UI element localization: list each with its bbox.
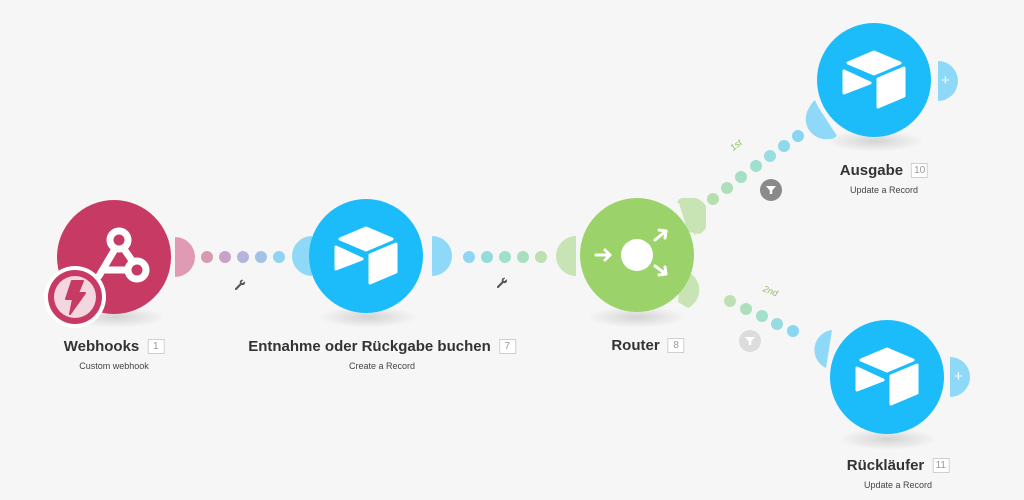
output-handle[interactable]	[172, 237, 196, 277]
link-dot[interactable]	[499, 251, 511, 263]
module-id-badge: 8	[667, 338, 685, 354]
router-icon	[594, 228, 668, 277]
module-ausgabe[interactable]	[817, 23, 931, 137]
input-handle[interactable]	[805, 100, 839, 140]
webhook-icon	[95, 227, 150, 283]
module-shadow	[838, 428, 938, 450]
module-subtitle: Create a Record	[348, 361, 416, 371]
route-dot[interactable]	[778, 140, 790, 152]
route-dot[interactable]	[707, 193, 719, 205]
link-dot[interactable]	[201, 251, 213, 263]
module-subtitle: Update a Record	[849, 185, 919, 195]
route-dot[interactable]	[740, 303, 752, 315]
module-label: Webhooks 1 Custom webhook	[64, 338, 165, 371]
route-dot[interactable]	[750, 160, 762, 172]
route-dot[interactable]	[756, 310, 768, 322]
module-title: Rückläufer	[846, 457, 925, 475]
module-shadow	[587, 306, 687, 328]
link-dot[interactable]	[219, 251, 231, 263]
link-dot[interactable]	[517, 251, 529, 263]
input-handle[interactable]	[290, 236, 314, 276]
route-label-1st: 1st	[728, 137, 744, 153]
filter-icon[interactable]	[739, 330, 761, 352]
module-airtable-create[interactable]	[309, 199, 423, 313]
module-title: Ausgabe	[839, 162, 904, 180]
airtable-icon	[334, 226, 398, 285]
input-handle[interactable]	[554, 236, 578, 276]
module-id-badge: 11	[932, 458, 950, 474]
plus-icon[interactable]: +	[941, 72, 950, 89]
route-dot[interactable]	[764, 150, 776, 162]
route-dot[interactable]	[735, 171, 747, 183]
module-ruecklaeufer[interactable]	[830, 320, 944, 434]
module-label: Ausgabe 10 Update a Record	[839, 162, 929, 195]
module-id-badge: 7	[498, 339, 516, 355]
airtable-icon	[842, 50, 906, 109]
module-label: Router 8	[611, 337, 685, 355]
route-dot[interactable]	[792, 130, 804, 142]
link-dot[interactable]	[255, 251, 267, 263]
module-router[interactable]	[580, 198, 694, 312]
module-label: Rückläufer 11 Update a Record	[847, 457, 950, 490]
wrench-icon[interactable]	[234, 279, 246, 291]
trigger-badge[interactable]	[44, 266, 106, 328]
output-handle[interactable]	[430, 236, 454, 276]
link-dot[interactable]	[481, 251, 493, 263]
link-dot[interactable]	[237, 251, 249, 263]
module-title: Router	[611, 337, 660, 355]
module-subtitle: Custom webhook	[79, 361, 149, 371]
plus-icon[interactable]: +	[954, 368, 963, 385]
module-shadow	[318, 306, 418, 328]
route-label-2nd: 2nd	[761, 283, 780, 299]
module-title: Webhooks	[63, 338, 140, 356]
route-dot[interactable]	[724, 295, 736, 307]
route-dot[interactable]	[787, 325, 799, 337]
module-id-badge: 10	[911, 163, 929, 179]
link-dot[interactable]	[463, 251, 475, 263]
lightning-icon	[65, 280, 86, 315]
filter-icon[interactable]	[760, 179, 782, 201]
output-handle-1[interactable]	[676, 198, 706, 238]
airtable-icon	[855, 347, 919, 406]
input-handle[interactable]	[812, 330, 838, 370]
module-label: Entnahme oder Rückgabe buchen 7 Create a …	[248, 338, 516, 371]
link-dot[interactable]	[273, 251, 285, 263]
route-dot[interactable]	[771, 318, 783, 330]
module-shadow	[825, 130, 925, 152]
module-title: Entnahme oder Rückgabe buchen	[248, 338, 491, 356]
wrench-icon[interactable]	[496, 277, 508, 289]
link-dot[interactable]	[535, 251, 547, 263]
add-module-handle[interactable]	[936, 61, 962, 101]
add-module-handle[interactable]	[948, 357, 974, 397]
module-id-badge: 1	[147, 339, 165, 355]
route-dot[interactable]	[721, 182, 733, 194]
module-subtitle: Update a Record	[863, 480, 933, 490]
